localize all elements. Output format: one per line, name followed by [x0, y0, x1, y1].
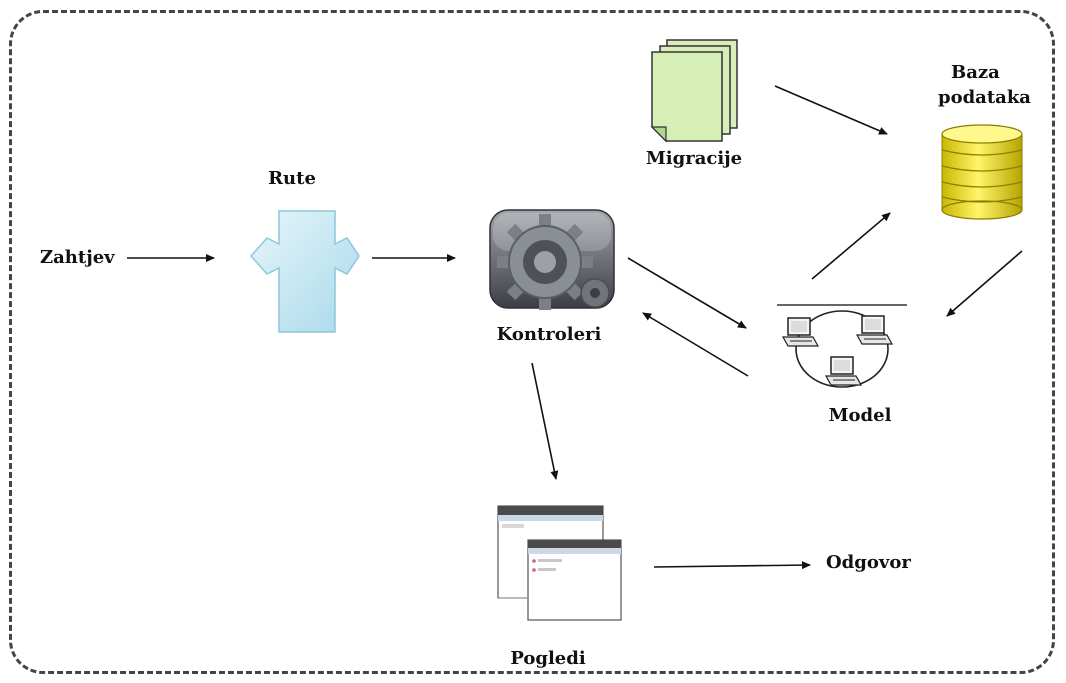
- computer-icon: [855, 315, 894, 345]
- arrow-controllers-to-model: [627, 257, 747, 329]
- gear-icon: [489, 209, 615, 310]
- computer-icon: [824, 356, 863, 386]
- routes-icon: [249, 210, 360, 333]
- label-request: Zahtjev: [40, 247, 115, 268]
- arrow-model-to-database: [811, 212, 891, 280]
- label-routes: Rute: [268, 168, 316, 189]
- arrow-views-to-response: [653, 561, 811, 570]
- label-views: Pogledi: [510, 648, 586, 669]
- arrow-migrations-to-database: [774, 85, 888, 135]
- arrow-controllers-to-views: [531, 362, 559, 480]
- label-migrations: Migracije: [645, 148, 743, 169]
- label-response: Odgovor: [826, 552, 911, 573]
- label-database-line1: Baza: [951, 62, 1000, 83]
- arrow-model-to-controllers: [642, 312, 749, 377]
- documents-icon: [650, 39, 738, 143]
- arrows: [127, 85, 1023, 570]
- windows-icon: [497, 505, 622, 621]
- database-icon: [941, 124, 1023, 220]
- label-database-line2: podataka: [938, 87, 1031, 108]
- label-controllers: Kontroleri: [496, 324, 602, 345]
- arrow-database-to-model: [946, 250, 1023, 317]
- diagram-frame: [9, 10, 1055, 674]
- label-model: Model: [828, 405, 892, 426]
- computer-icon: [781, 317, 820, 347]
- network-icon: [777, 304, 907, 388]
